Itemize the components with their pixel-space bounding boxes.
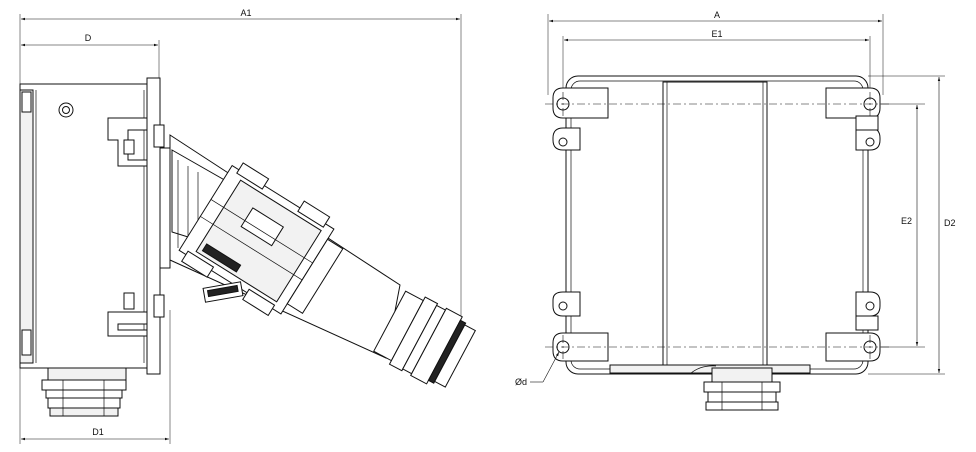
cable-gland-front <box>689 365 781 411</box>
label-hole-diameter: Ød <box>515 377 527 387</box>
dimension-a1: A1 <box>19 8 462 325</box>
label-e1: E1 <box>711 29 722 39</box>
dimension-e2: E2 <box>880 103 925 348</box>
mounting-flange <box>107 77 171 375</box>
label-a1: A1 <box>240 8 251 18</box>
dimension-d2: D2 <box>868 75 956 375</box>
side-view: A1 D D1 <box>19 8 477 444</box>
label-e2: E2 <box>901 216 912 226</box>
hole-centerlines <box>545 92 890 359</box>
dimension-a: A <box>547 10 884 95</box>
dimension-d: D <box>21 33 160 80</box>
cable-gland-bottom <box>41 367 127 417</box>
front-view: A E1 <box>515 10 956 411</box>
angled-plug <box>169 134 477 388</box>
dimension-e1: E1 <box>562 29 871 95</box>
hole-diameter-leader: Ød <box>515 351 560 387</box>
label-d2: D2 <box>944 218 956 228</box>
label-d1: D1 <box>92 427 104 437</box>
dimension-d1: D1 <box>19 310 171 444</box>
label-d: D <box>85 33 92 43</box>
lug-top-left <box>552 87 609 151</box>
enclosure-front <box>565 75 869 375</box>
label-a: A <box>714 10 720 20</box>
